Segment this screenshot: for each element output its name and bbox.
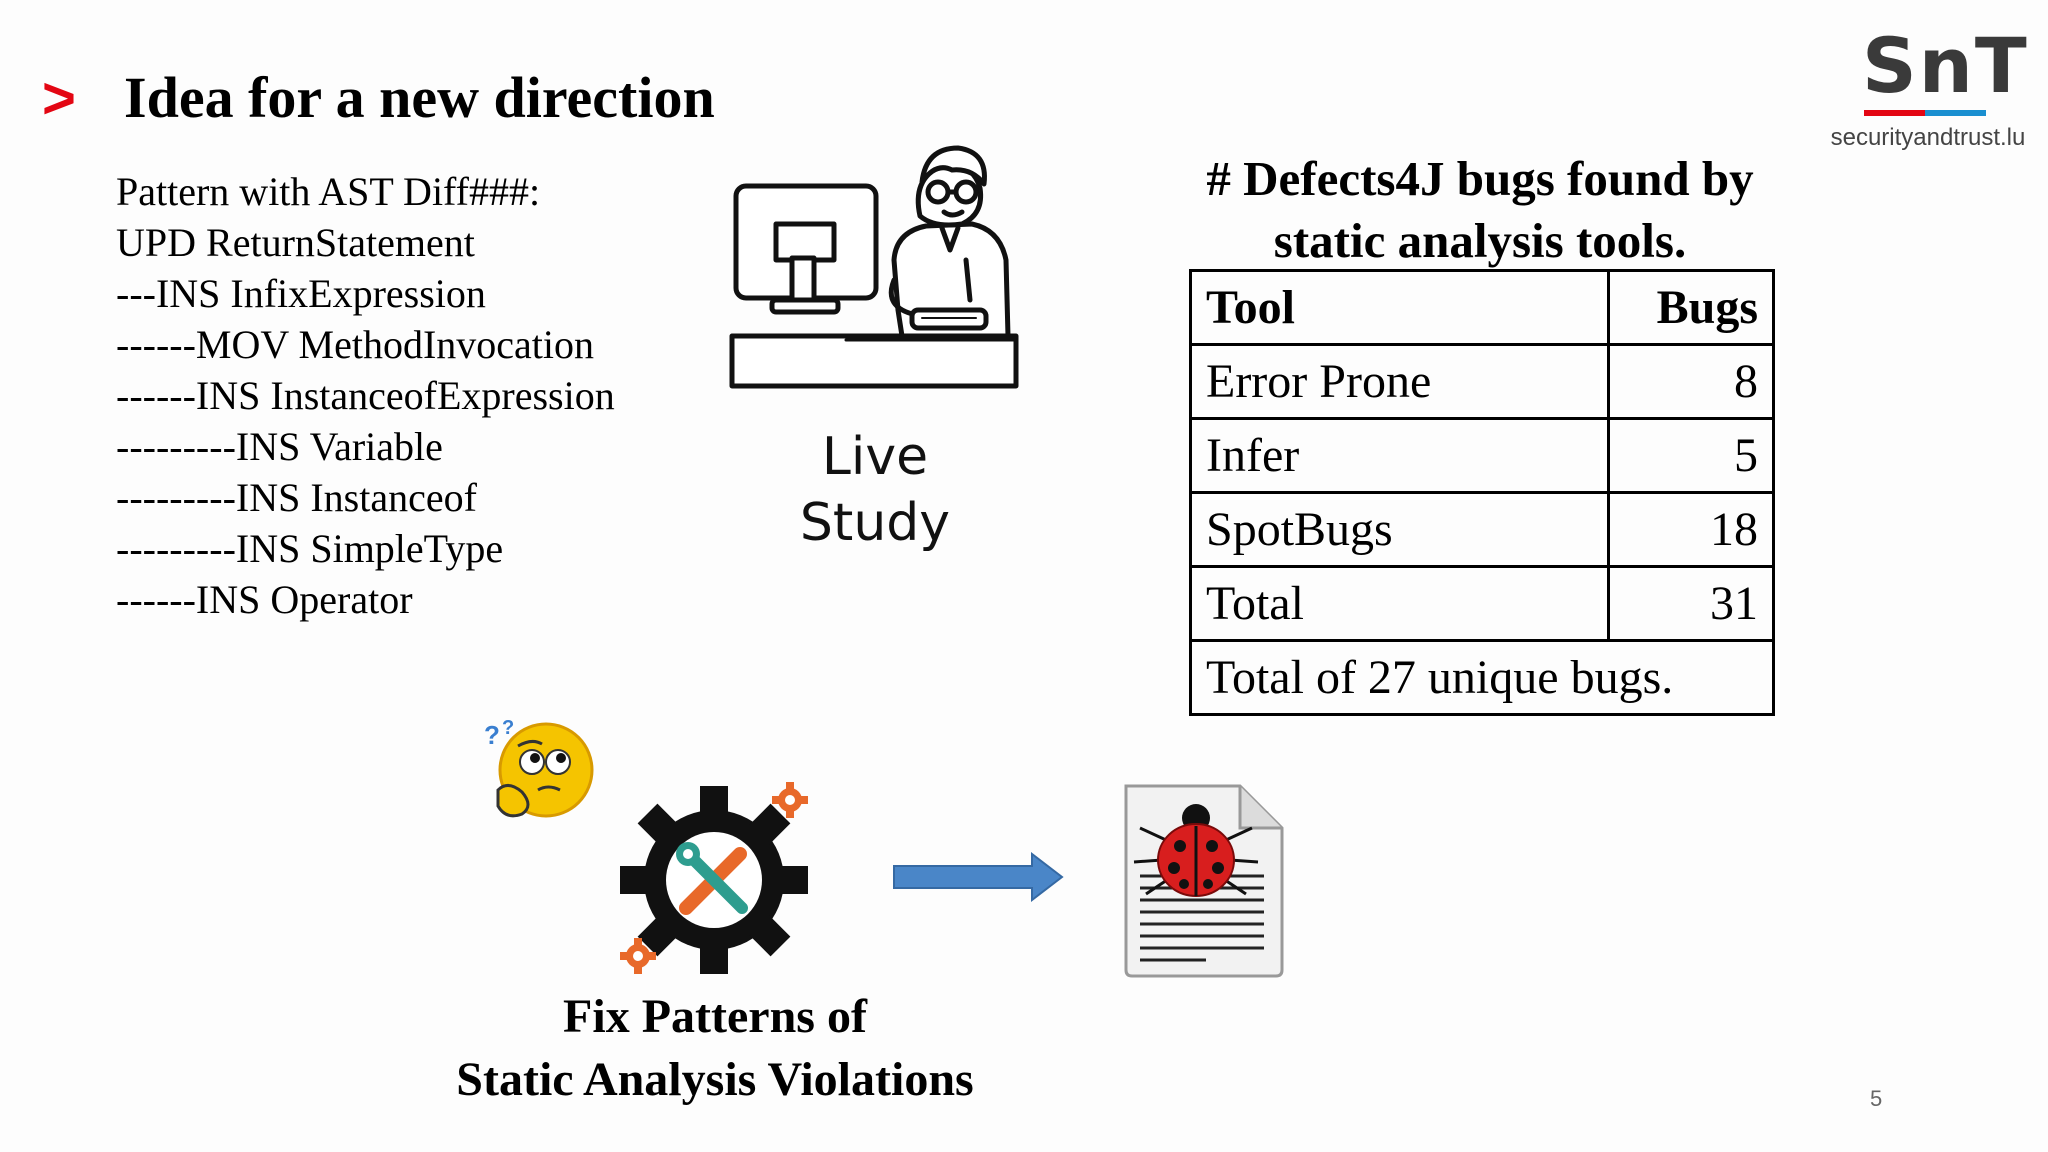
tool-cell: Error Prone (1189, 343, 1610, 420)
pattern-line: ---------INS Instanceof (116, 475, 477, 520)
live-study-line1: Live (821, 427, 929, 487)
defects4j-title-line2: static analysis tools. (1273, 213, 1687, 268)
svg-text:?: ? (502, 717, 514, 739)
defects4j-title-line1: # Defects4J bugs found by (1206, 151, 1754, 206)
live-study-label: Live Study (760, 424, 990, 556)
pattern-line: UPD ReturnStatement (116, 220, 475, 265)
live-study-line2: Study (799, 493, 951, 553)
header-bugs: Bugs (1607, 269, 1775, 346)
bugs-cell: 8 (1607, 343, 1775, 420)
table-header-row: Tool Bugs (1189, 269, 1775, 346)
bugs-cell: 18 (1607, 491, 1775, 568)
page-number: 5 (1870, 1086, 1883, 1111)
logo-bar (1864, 110, 1986, 116)
logo-url: securityandtrust.lu (1830, 124, 2026, 151)
table-footer-row: Total of 27 unique bugs. (1189, 639, 1775, 716)
bugs-cell: 5 (1607, 417, 1775, 494)
slide-title: Idea for a new direction (124, 65, 715, 130)
tool-cell: Total (1189, 565, 1610, 642)
defects4j-title: # Defects4J bugs found by static analysi… (1150, 148, 1810, 272)
developer-at-computer-icon (729, 145, 1019, 389)
gear-tools-icon (620, 782, 808, 974)
defects4j-table: Tool Bugs Error Prone 8 Infer 5 SpotBugs… (1189, 269, 1775, 716)
table-row: Total 31 (1189, 565, 1775, 642)
bugs-cell: 31 (1607, 565, 1775, 642)
pattern-line: ------INS Operator (116, 577, 413, 622)
pattern-line: ------INS InstanceofExpression (116, 373, 615, 418)
pattern-line: ------MOV MethodInvocation (116, 322, 595, 367)
pattern-line: Pattern with AST Diff###: (116, 169, 541, 214)
fix-patterns-line2: Static Analysis Violations (456, 1053, 974, 1106)
table-row: SpotBugs 18 (1189, 491, 1775, 568)
table-footer: Total of 27 unique bugs. (1189, 639, 1775, 716)
ast-diff-pattern: Pattern with AST Diff###: UPD ReturnStat… (116, 166, 615, 625)
tool-cell: SpotBugs (1189, 491, 1610, 568)
fix-patterns-caption: Fix Patterns of Static Analysis Violatio… (420, 985, 1010, 1111)
bug-document-icon (1124, 784, 1284, 978)
logo-mark: SnT (1862, 21, 2029, 110)
fix-patterns-line1: Fix Patterns of (563, 990, 867, 1043)
thinking-emoji-icon: ? ? (484, 717, 594, 818)
svg-text:?: ? (484, 720, 500, 750)
pattern-line: ---------INS Variable (116, 424, 443, 469)
pattern-line: ---INS InfixExpression (116, 271, 486, 316)
table-row: Error Prone 8 (1189, 343, 1775, 420)
tool-cell: Infer (1189, 417, 1610, 494)
chevron-icon: > (42, 66, 76, 131)
snt-logo: SnT securityandtrust.lu (1822, 28, 2032, 158)
pattern-line: ---------INS SimpleType (116, 526, 504, 571)
right-arrow-icon (893, 852, 1064, 902)
header-tool: Tool (1189, 269, 1610, 346)
table-row: Infer 5 (1189, 417, 1775, 494)
